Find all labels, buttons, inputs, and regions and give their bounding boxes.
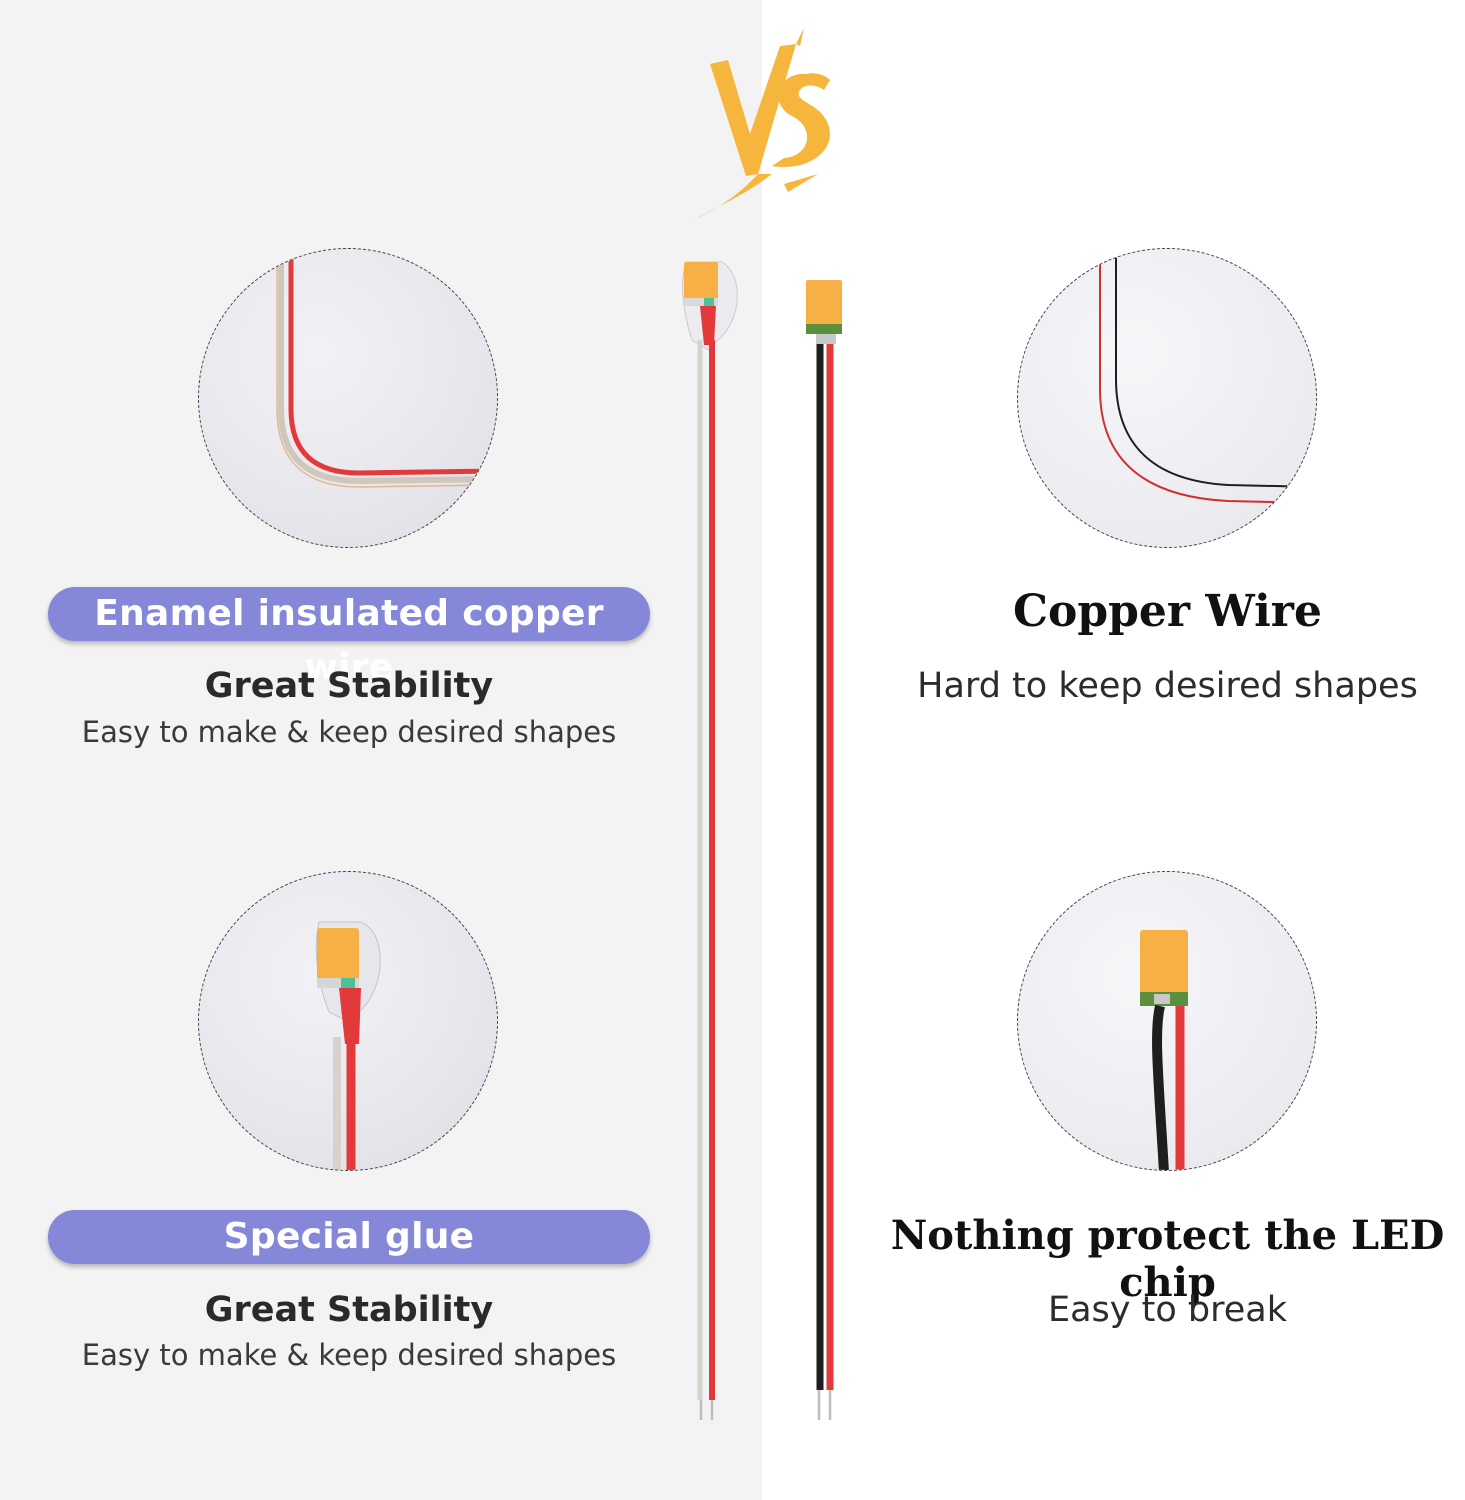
right-comparison-panel [762,0,1465,1500]
bare-led-icon [1140,930,1188,1170]
special-glue-label: Special glue [48,1210,650,1264]
right-feature2-description: Easy to break [1048,1290,1287,1330]
left-feature1-heading: Great Stability [204,666,494,706]
right-feature1-heading: Copper Wire [1013,586,1322,637]
vs-brush-icon [694,28,830,220]
left-feature2-heading: Great Stability [204,1290,494,1330]
enamel-wire-bend-icon [276,249,497,488]
bare-led-closeup [1017,871,1317,1171]
enamel-wire-closeup [198,248,498,548]
left-led-with-glue [682,261,738,1420]
left-feature1-description: Easy to make & keep desired shapes [81,715,617,749]
right-led-bare [806,280,842,1420]
left-feature2-description: Easy to make & keep desired shapes [81,1338,617,1372]
special-glue-closeup [198,871,498,1171]
copper-wire-bend-icon [1099,249,1316,504]
right-feature1-description: Hard to keep desired shapes [917,666,1418,706]
glued-led-icon [315,921,381,1170]
enamel-wire-label: Enamel insulated copper wire [48,587,650,688]
copper-wire-closeup [1017,248,1317,548]
vs-badge: VS [688,24,848,224]
right-feature2-heading: Nothing protect the LED chip [890,1212,1445,1306]
